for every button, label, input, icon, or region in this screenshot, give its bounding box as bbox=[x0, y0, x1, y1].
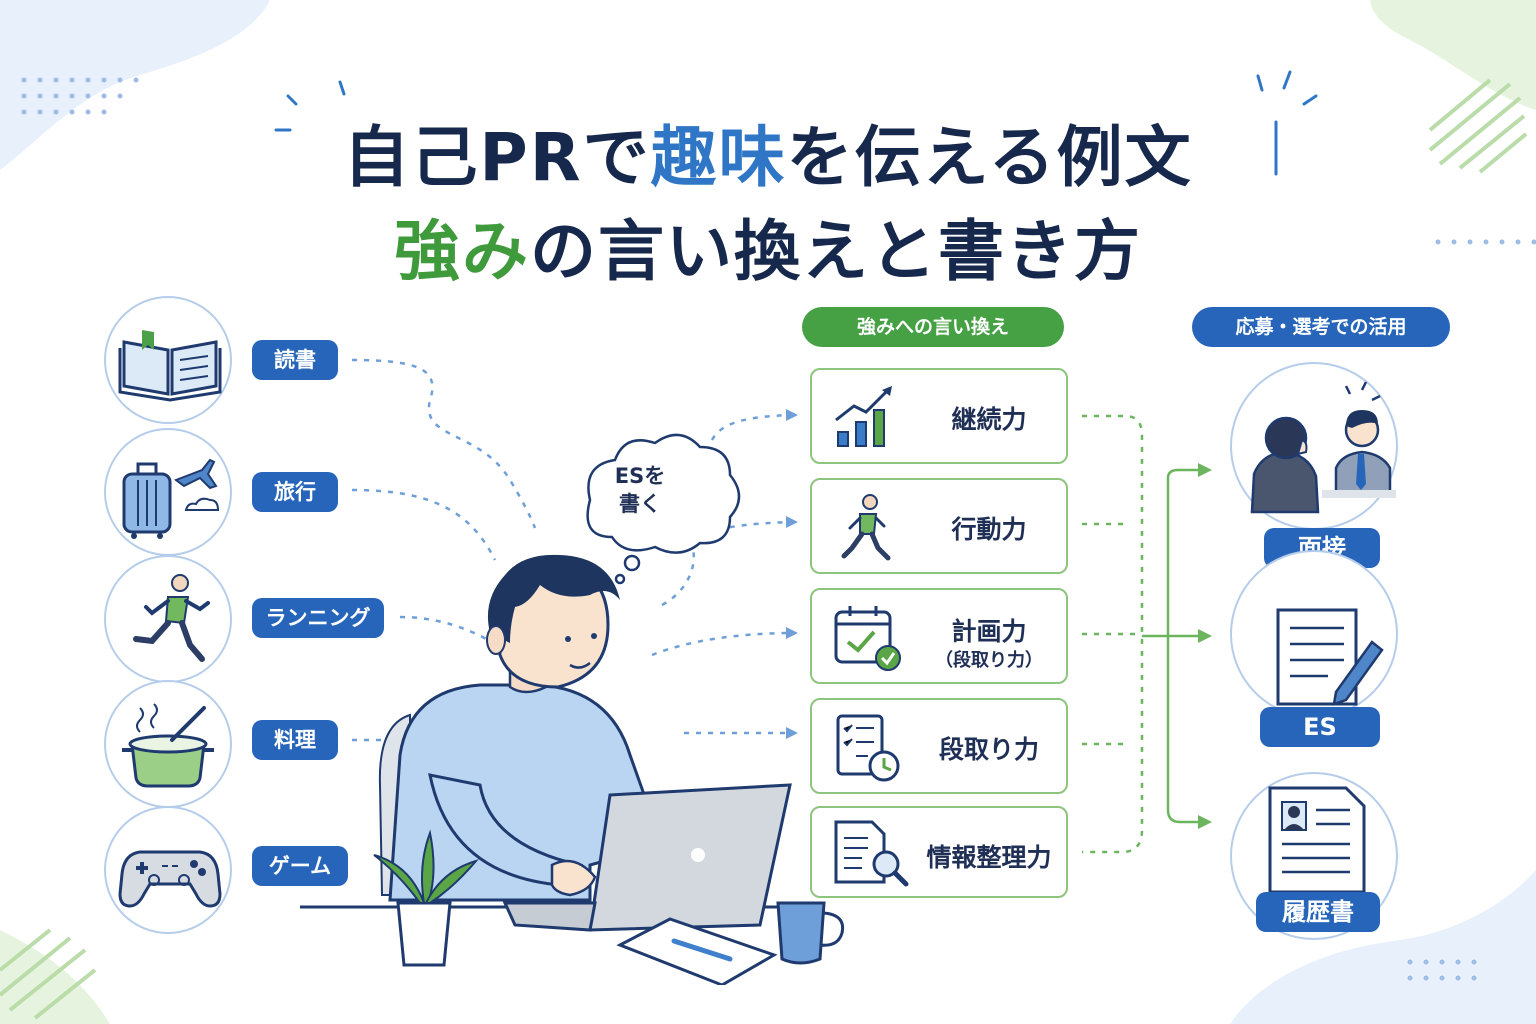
strength-card-information: 情報整理力 bbox=[810, 806, 1068, 898]
hobby-pill-game: ゲーム bbox=[252, 846, 348, 886]
usage-header: 応募・選考での活用 bbox=[1192, 307, 1450, 347]
book-icon bbox=[118, 330, 222, 402]
title-line2-suffix: の言い換えと書き方 bbox=[530, 213, 1142, 290]
hobby-pill-running: ランニング bbox=[252, 598, 384, 638]
interview-icon bbox=[1250, 381, 1396, 514]
runner-icon bbox=[133, 574, 210, 662]
strength-label-continuity: 継続力 bbox=[951, 405, 1027, 434]
checklist-clock-icon bbox=[836, 714, 900, 782]
thought-bubble-line2: 書く bbox=[619, 492, 661, 516]
hobby-icon-circle-cooking bbox=[104, 680, 232, 808]
thought-bubble-text: ESを 書く bbox=[600, 462, 680, 518]
strength-label-information: 情報整理力 bbox=[926, 843, 1052, 872]
strength-sublabel-planning: （段取り力） bbox=[935, 650, 1043, 671]
usage-icon-circle-es bbox=[1230, 550, 1398, 718]
person-at-laptop-illustration bbox=[300, 433, 845, 985]
hobby-pill-cooking: 料理 bbox=[252, 720, 338, 760]
strength-card-arrangement: 段取り力 bbox=[810, 698, 1068, 794]
thought-bubble bbox=[586, 433, 741, 585]
title-highlight-strength: 強み bbox=[394, 213, 530, 290]
hobby-icon-circle-running bbox=[104, 555, 232, 683]
strength-card-planning: 計画力 （段取り力） bbox=[810, 588, 1068, 684]
hobby-icon-circle-game bbox=[104, 806, 232, 934]
strength-label-planning: 計画力 bbox=[951, 617, 1027, 646]
bar-chart-icon bbox=[835, 386, 892, 447]
title-prefix: 自己PRで bbox=[343, 119, 651, 196]
hobby-icon-circle-reading bbox=[104, 296, 232, 424]
resume-icon bbox=[1268, 786, 1366, 894]
document-pen-icon bbox=[1276, 608, 1384, 706]
strength-label-arrangement: 段取り力 bbox=[938, 735, 1039, 764]
document-search-icon bbox=[834, 820, 909, 887]
thought-bubble-line1: ESを bbox=[614, 464, 666, 488]
page-title-line1: 自己PRで趣味を伝える例文 bbox=[0, 104, 1536, 200]
strength-label-action: 行動力 bbox=[951, 515, 1027, 544]
page-title-line2: 強みの言い換えと書き方 bbox=[0, 198, 1536, 294]
suitcase-plane-icon bbox=[122, 458, 220, 539]
strengths-header: 強みへの言い換え bbox=[802, 307, 1064, 347]
usage-pill-es: ES bbox=[1260, 707, 1380, 747]
calendar-check-icon bbox=[834, 606, 901, 671]
strength-card-action: 行動力 bbox=[810, 478, 1068, 574]
walking-person-icon bbox=[841, 494, 891, 561]
strength-card-continuity: 継続力 bbox=[810, 368, 1068, 464]
usage-icon-circle-interview bbox=[1230, 362, 1398, 530]
hobby-icon-circle-travel bbox=[104, 428, 232, 556]
hobby-pill-travel: 旅行 bbox=[252, 472, 338, 512]
game-controller-icon bbox=[118, 850, 222, 908]
title-highlight-hobby: 趣味 bbox=[650, 119, 787, 196]
cooking-pot-icon bbox=[122, 703, 214, 788]
title-suffix: を伝える例文 bbox=[786, 119, 1193, 196]
hobby-pill-reading: 読書 bbox=[252, 340, 338, 380]
usage-pill-resume: 履歴書 bbox=[1256, 892, 1380, 932]
